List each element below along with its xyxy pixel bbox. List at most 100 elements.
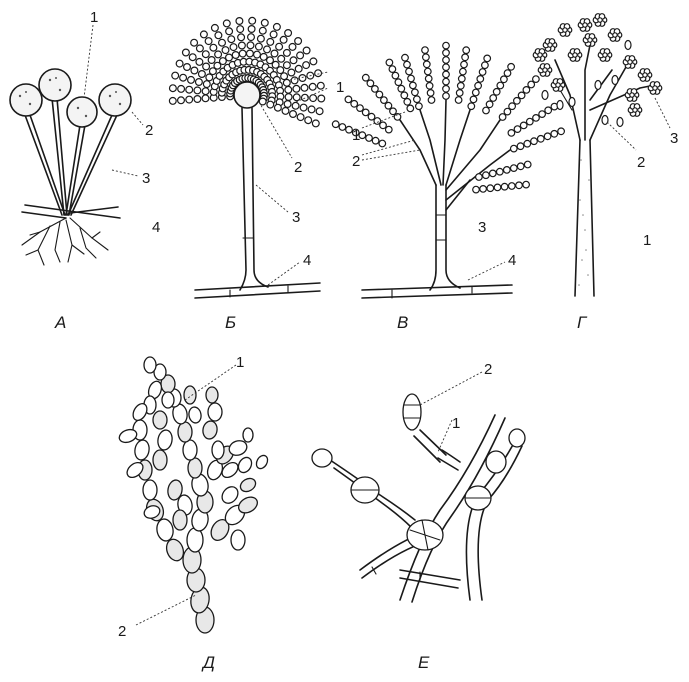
conidium [202,88,209,95]
conidium [318,95,325,102]
conidium [523,87,530,94]
conidium [558,128,565,135]
label-v-1: 1 [352,127,360,144]
conidium [295,65,302,72]
conidium [178,97,185,104]
conidium [232,52,239,59]
conidium [259,27,266,34]
conidium [267,101,274,108]
conidium [345,96,352,103]
conidium [509,103,516,110]
cell [212,441,224,459]
label-b-3: 3 [292,209,300,226]
conidium [460,68,467,75]
conidium [315,70,322,77]
conidium [528,81,535,88]
conidium [497,82,504,89]
conidium [368,113,375,120]
conidium [484,55,491,62]
conidium [408,75,415,82]
conidium [280,36,287,43]
label-g-3: 3 [670,130,678,147]
conidium [203,63,210,70]
conidium [290,57,297,64]
conidium [372,86,379,93]
conidium [483,107,490,114]
conidia-chains [332,42,564,193]
cell [143,480,157,500]
conidium [274,24,281,31]
conidium [406,68,413,75]
panel-a-drawing [10,69,131,265]
panel-letter-v: В [397,313,408,332]
label-g-2: 2 [637,154,645,171]
conidium [363,74,370,81]
conidium [386,126,393,133]
conidium [316,108,323,115]
spore [612,76,618,85]
label-e-1: 1 [452,415,460,432]
conidium [517,163,524,170]
conidium [508,130,515,137]
conidium [238,34,245,41]
conidium [285,94,292,101]
cell [184,386,196,404]
conidium [395,79,402,86]
conidium [511,145,518,152]
conidium [197,45,204,52]
conidium [210,44,217,51]
conidium [180,74,187,81]
conidium [283,79,290,86]
label-a-2: 2 [145,122,153,139]
conidium [533,76,540,83]
conidium [486,101,493,108]
cell [153,411,167,429]
conidium [199,71,206,78]
conidium [461,61,468,68]
conidium [194,87,201,94]
conidium [288,69,295,76]
conidium [508,64,515,71]
conidium [305,117,312,124]
conidium [443,64,450,71]
conidium [523,181,530,188]
conidium [170,85,177,92]
cell [183,440,197,460]
conidium [259,98,266,105]
conidium [367,80,374,87]
label-v-3: 3 [478,219,486,236]
conidium [332,121,339,128]
conidium [443,71,450,78]
conidium [443,50,450,57]
conidium [524,140,531,147]
conidium [538,136,545,143]
conidium [297,52,304,59]
conidium [426,83,433,90]
conidium [470,96,477,103]
conidium [518,92,525,99]
conidium [504,167,511,174]
conidium [479,69,486,76]
conidium [186,96,193,103]
cell [155,518,175,542]
conidium [215,32,222,39]
cell [153,450,167,470]
conidium [282,108,289,115]
conidium [372,137,379,144]
conidium [459,75,466,82]
conidium [176,60,183,67]
conidium [297,114,304,121]
conidium [260,54,267,61]
conidium [381,97,388,104]
conidium [339,124,346,131]
conidium [310,58,317,65]
conidium [490,170,497,177]
label-d-1: 1 [236,354,244,371]
cell [243,428,253,442]
conidium [462,54,469,61]
conidium [482,62,489,69]
conidium [473,186,480,193]
conidium [427,90,434,97]
conidium [511,165,518,172]
